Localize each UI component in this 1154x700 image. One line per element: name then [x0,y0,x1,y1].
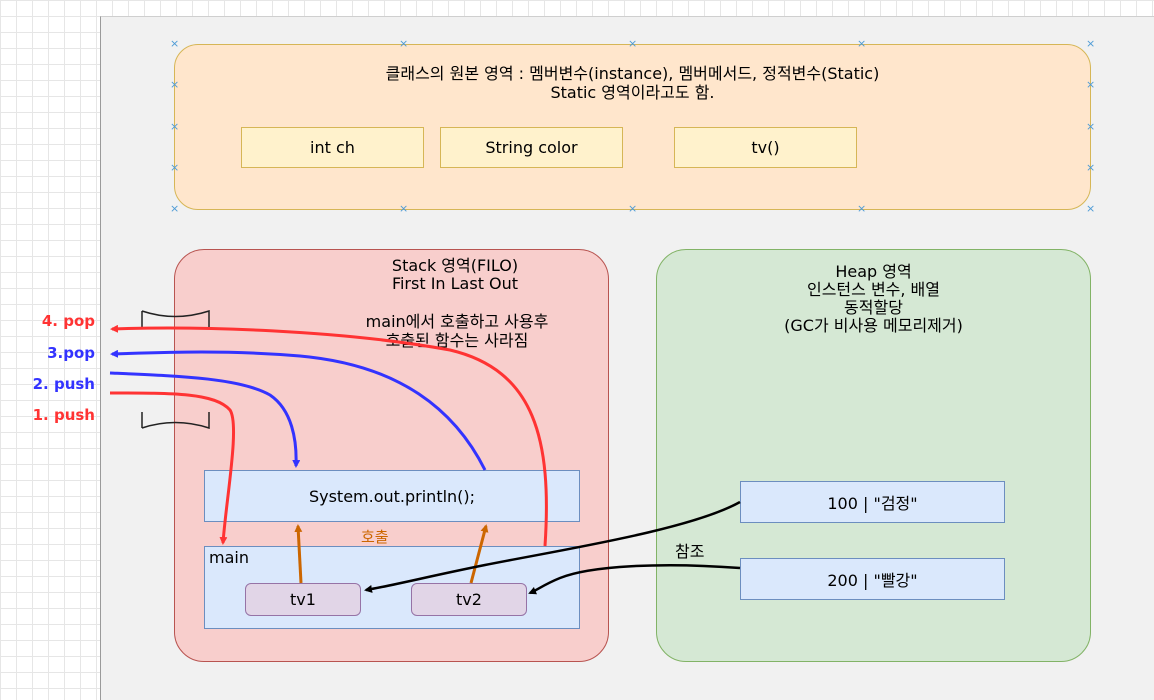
pop-main-arrow [110,324,548,547]
selection-handle-icon[interactable]: × [857,202,867,215]
heap-area-title-line4: (GC가 비사용 메모리제거) [784,316,963,335]
selection-handle-icon[interactable]: × [170,202,180,215]
call-label: 호출 [361,528,389,546]
selection-handle-icon[interactable]: × [170,37,180,50]
selection-handle-icon[interactable]: × [1086,161,1096,174]
class-area-title: 클래스의 원본 영역 : 멤버변수(instance), 멤버메서드, 정적변수… [174,64,1091,102]
selection-handle-icon[interactable]: × [170,161,180,174]
stack-area-title-line1: Stack 영역(FILO) [391,256,519,275]
field-int-ch[interactable]: int ch [241,127,424,168]
class-area-title-line1: 클래스의 원본 영역 : 멤버변수(instance), 멤버메서드, 정적변수… [385,64,880,83]
heap-object-black[interactable]: 100 | "검정" [740,481,1005,523]
selection-handle-icon[interactable]: × [170,120,180,133]
reference-arrow-tv2 [528,564,741,595]
main-frame-label: main [209,548,249,567]
heap-area-title-line2: 인스턴스 변수, 배열 [806,280,941,299]
reference-arrow-tv1 [364,500,741,593]
field-string-color[interactable]: String color [440,127,623,168]
step-3-pop-label: 3.pop [47,344,95,362]
step-4-pop-label: 4. pop [41,312,95,330]
heap-area-title: Heap 영역 인스턴스 변수, 배열 동적할당 (GC가 비사용 메모리제거) [656,263,1091,335]
selection-handle-icon[interactable]: × [628,37,638,50]
selection-handle-icon[interactable]: × [399,202,409,215]
selection-handle-icon[interactable]: × [1086,37,1096,50]
selection-handle-icon[interactable]: × [857,37,867,50]
push-println-arrow [109,371,301,468]
selection-handle-icon[interactable]: × [399,37,409,50]
class-area-title-line2: Static 영역이라고도 함. [550,83,715,102]
stack-opening-icon [141,309,210,430]
method-tv[interactable]: tv() [674,127,857,168]
step-1-push-label: 1. push [32,406,95,424]
tv2-variable[interactable]: tv2 [411,583,527,616]
call-arrow-tv1 [294,524,303,584]
step-2-push-label: 2. push [32,375,95,393]
println-frame[interactable]: System.out.println(); [204,470,580,522]
selection-handle-icon[interactable]: × [1086,120,1096,133]
stack-area-title-line2: First In Last Out [391,274,519,293]
heap-area-title-line1: Heap 영역 [835,262,912,281]
pop-println-arrow [110,349,487,471]
tv1-variable[interactable]: tv1 [245,583,361,616]
push-main-arrow [109,391,236,545]
selection-handle-icon[interactable]: × [170,78,180,91]
selection-handle-icon[interactable]: × [1086,202,1096,215]
reference-label: 참조 [675,542,705,561]
heap-object-red[interactable]: 200 | "빨강" [740,558,1005,600]
selection-handle-icon[interactable]: × [628,202,638,215]
stack-note-line1: main에서 호출하고 사용후 [365,312,549,331]
heap-area-title-line3: 동적할당 [844,298,903,317]
selection-handle-icon[interactable]: × [1086,78,1096,91]
stack-area-title: Stack 영역(FILO) First In Last Out [300,257,610,293]
call-arrow-tv2 [469,524,489,584]
